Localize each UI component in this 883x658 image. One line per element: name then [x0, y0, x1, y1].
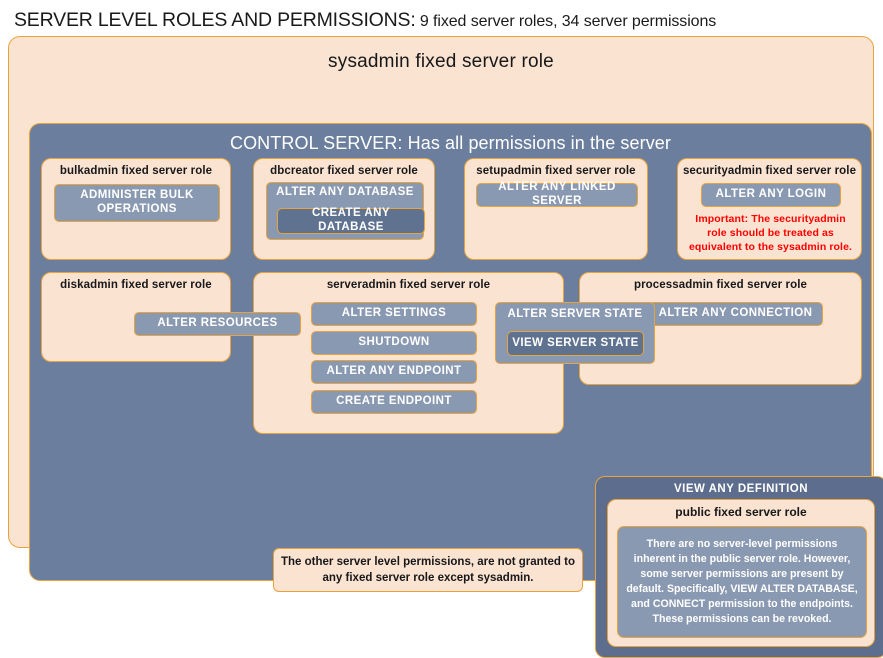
permission-chip-alter-any-connection[interactable]: ALTER ANY CONNECTION: [648, 302, 823, 326]
role-label-public: public fixed server role: [675, 505, 807, 519]
control-server-label: CONTROL SERVER: Has all permissions in t…: [229, 133, 672, 153]
permission-chip-administer-bulk-operations[interactable]: ADMINISTER BULK OPERATIONS: [54, 184, 220, 222]
role-box-bulkadmin: bulkadmin fixed server role ADMINISTER B…: [41, 158, 231, 260]
role-label-serveradmin: serveradmin fixed server role: [326, 279, 491, 291]
control-server-panel: CONTROL SERVER: Has all permissions in t…: [29, 123, 883, 658]
permission-chip-view-server-state[interactable]: VIEW SERVER STATE: [507, 331, 644, 356]
role-label-diskadmin: diskadmin fixed server role: [60, 279, 212, 291]
page-title-sub: 9 fixed server roles, 34 server permissi…: [415, 13, 717, 30]
permission-chip-create-any-database[interactable]: CREATE ANY DATABASE: [277, 207, 425, 234]
permission-chip-shutdown[interactable]: SHUTDOWN: [311, 331, 477, 355]
role-box-setupadmin: setupadmin fixed server role ALTER ANY L…: [464, 158, 648, 260]
page-title-main: SERVER LEVEL ROLES AND PERMISSIONS:: [14, 9, 416, 31]
permission-chip-alter-resources[interactable]: ALTER RESOURCES: [134, 312, 301, 336]
role-box-serveradmin: serveradmin fixed server role ALTER SETT…: [253, 272, 564, 434]
role-box-securityadmin: securityadmin fixed server role ALTER AN…: [677, 158, 862, 260]
permission-chip-create-endpoint[interactable]: CREATE ENDPOINT: [311, 390, 477, 414]
view-any-definition-container: VIEW ANY DEFINITION public fixed server …: [595, 476, 883, 658]
sysadmin-role-container: sysadmin fixed server role CONTROL SERVE…: [8, 36, 883, 658]
role-label-dbcreator: dbcreator fixed server role: [270, 165, 418, 177]
other-permissions-note: The other server level permissions, are …: [273, 548, 583, 592]
permission-chip-alter-any-database-label: ALTER ANY DATABASE: [276, 186, 414, 198]
securityadmin-warning-text: Important: The securityadmin role should…: [688, 213, 853, 254]
permission-chip-alter-settings[interactable]: ALTER SETTINGS: [311, 302, 477, 326]
sql-version-label: SQL Server 2017: [63, 636, 153, 648]
permission-chip-alter-any-login[interactable]: ALTER ANY LOGIN: [701, 183, 841, 207]
role-label-bulkadmin: bulkadmin fixed server role: [59, 165, 213, 177]
diagram-canvas: SERVER LEVEL ROLES AND PERMISSIONS: 9 fi…: [8, 7, 883, 658]
permission-chip-alter-server-state-label: ALTER SERVER STATE: [507, 308, 643, 320]
public-role-description: There are no server-level permissions in…: [617, 526, 867, 638]
page-title: SERVER LEVEL ROLES AND PERMISSIONS: 9 fi…: [14, 7, 874, 33]
view-any-definition-label: VIEW ANY DEFINITION: [673, 483, 809, 495]
permission-chip-alter-any-linked-server[interactable]: ALTER ANY LINKED SERVER: [476, 181, 638, 207]
role-label-processadmin: processadmin fixed server role: [633, 279, 808, 291]
role-label-securityadmin: securityadmin fixed server role: [682, 165, 857, 177]
sysadmin-role-label: sysadmin fixed server role: [328, 51, 554, 72]
role-label-setupadmin: setupadmin fixed server role: [476, 165, 636, 177]
role-box-public: public fixed server role There are no se…: [607, 499, 875, 647]
permission-chip-alter-any-endpoint[interactable]: ALTER ANY ENDPOINT: [311, 360, 477, 384]
role-box-dbcreator: dbcreator fixed server role ALTER ANY DA…: [253, 158, 435, 260]
